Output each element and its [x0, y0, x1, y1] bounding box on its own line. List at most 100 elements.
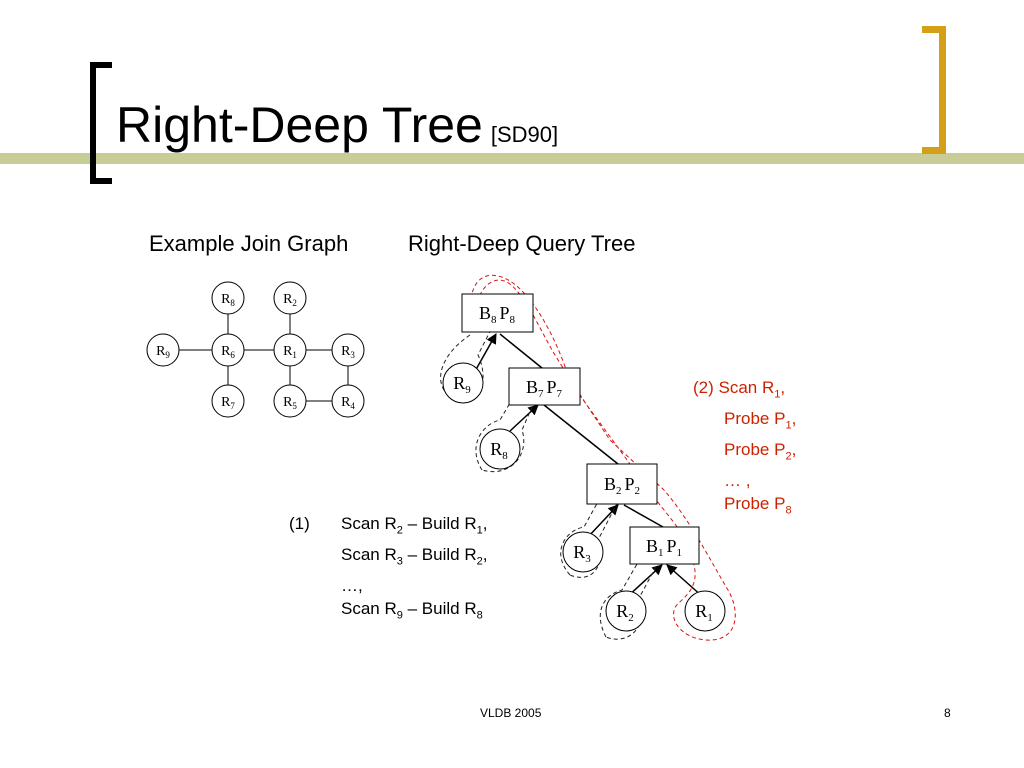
svg-text:R8: R8 [221, 292, 235, 308]
rel-sub: 2 [628, 612, 634, 624]
line-end: , [482, 544, 488, 564]
node-letter: R [221, 292, 231, 307]
join-graph-node-r1: R1 [273, 333, 307, 367]
b-letter: B [526, 377, 538, 397]
build-sub: 2 [476, 555, 483, 568]
svg-text:R1: R1 [695, 601, 713, 624]
scan-sub: 3 [396, 555, 403, 568]
p-letter: P [667, 536, 677, 556]
slide-title: Right-Deep Tree [SD90] [116, 100, 558, 150]
probe-step-end: , [791, 439, 797, 459]
svg-text:R2: R2 [616, 601, 634, 624]
build-text: – Build R [402, 514, 477, 533]
node-letter: R [341, 395, 351, 410]
build-step-lines: Scan R2 – Build R1, Scan R3 – Build R2, … [289, 512, 488, 628]
build-steps: (1) Scan R2 – Build R1, Scan R3 – Build … [289, 512, 488, 628]
node-letter: R [283, 292, 293, 307]
edge-r1-b1p1 [666, 564, 704, 598]
node-sub: 5 [292, 401, 297, 411]
b-sub: 7 [538, 388, 544, 400]
edge-b1p1-b2p2 [623, 504, 664, 528]
node-letter: R [341, 344, 351, 359]
scan-sub: 9 [396, 609, 403, 622]
probe-step-line-4: … , [693, 469, 796, 493]
rel-letter: R [490, 439, 502, 459]
footer-conference: VLDB 2005 [480, 706, 542, 720]
scan-text: Scan R [341, 599, 397, 619]
svg-text:R3: R3 [341, 344, 355, 360]
build-text: – Build R [402, 544, 477, 564]
probe-step-sub: 1 [774, 388, 781, 401]
probe-step-sub: 2 [785, 450, 792, 463]
page-number: 8 [944, 706, 951, 720]
scan-sub: 2 [396, 524, 403, 537]
p-letter: P [625, 474, 635, 494]
svg-text:R9: R9 [156, 344, 170, 360]
svg-text:R9: R9 [453, 373, 471, 396]
node-letter: R [283, 395, 293, 410]
probe-step-text: … , [724, 470, 751, 490]
node-sub: 6 [230, 350, 235, 360]
rel-sub: 9 [465, 384, 471, 396]
edge-b7p7-b8p8 [499, 333, 543, 369]
tree-relation-r8: R8 [479, 428, 521, 470]
svg-text:R7: R7 [221, 395, 235, 411]
svg-text:R8: R8 [490, 439, 508, 462]
build-step-line-4: Scan R9 – Build R8 [341, 597, 488, 628]
edge-r8-b7p7 [509, 404, 539, 432]
join-graph-node-r6: R6 [211, 333, 245, 367]
tree-relation-r1: R1 [684, 590, 726, 632]
tree-relation-r2: R2 [605, 590, 647, 632]
svg-text:R2: R2 [283, 292, 297, 308]
node-letter: R [283, 344, 293, 359]
scan-text: Scan R [341, 514, 397, 533]
join-graph-node-r5: R5 [273, 384, 307, 418]
b-letter: B [479, 303, 491, 323]
node-letter: R [221, 344, 231, 359]
join-graph-edges [179, 314, 349, 402]
join-graph-caption: Example Join Graph [149, 231, 349, 256]
edge-r9-b8p8 [473, 333, 497, 374]
title-citation: [SD90] [490, 122, 559, 147]
header-accent-bar [0, 153, 1024, 164]
probe-step-text: Scan R [718, 378, 775, 397]
p-letter: P [500, 303, 510, 323]
build-step-line-2: Scan R3 – Build R2, [341, 543, 488, 574]
svg-text:R3: R3 [573, 542, 591, 565]
join-graph-node-r4: R4 [331, 384, 365, 418]
b-letter: B [646, 536, 658, 556]
node-sub: 9 [165, 350, 170, 360]
rel-sub: 8 [502, 450, 508, 462]
build-step-line-3: …, [341, 574, 488, 598]
build-step-number: (1) [289, 514, 310, 533]
svg-text:R4: R4 [341, 395, 355, 411]
rel-letter: R [616, 601, 628, 621]
build-sub: 8 [476, 609, 483, 622]
join-graph-node-r3: R3 [331, 333, 365, 367]
join-graph-node-r7: R7 [211, 384, 245, 418]
left-bracket [90, 62, 112, 184]
probe-step-text: Probe P [724, 408, 786, 428]
rel-letter: R [453, 373, 465, 393]
node-letter: R [156, 344, 166, 359]
node-sub: 2 [292, 298, 297, 308]
build-text: – Build R [402, 599, 477, 619]
p-letter: P [547, 377, 557, 397]
line-end: , [482, 514, 488, 533]
title-text: Right-Deep Tree [116, 97, 483, 153]
p-sub: 2 [635, 485, 641, 497]
svg-text:R6: R6 [221, 344, 235, 360]
p-sub: 1 [677, 547, 683, 559]
svg-text:R1: R1 [283, 344, 297, 360]
probe-step-line-3: Probe P2, [693, 438, 796, 469]
node-sub: 8 [230, 298, 235, 308]
